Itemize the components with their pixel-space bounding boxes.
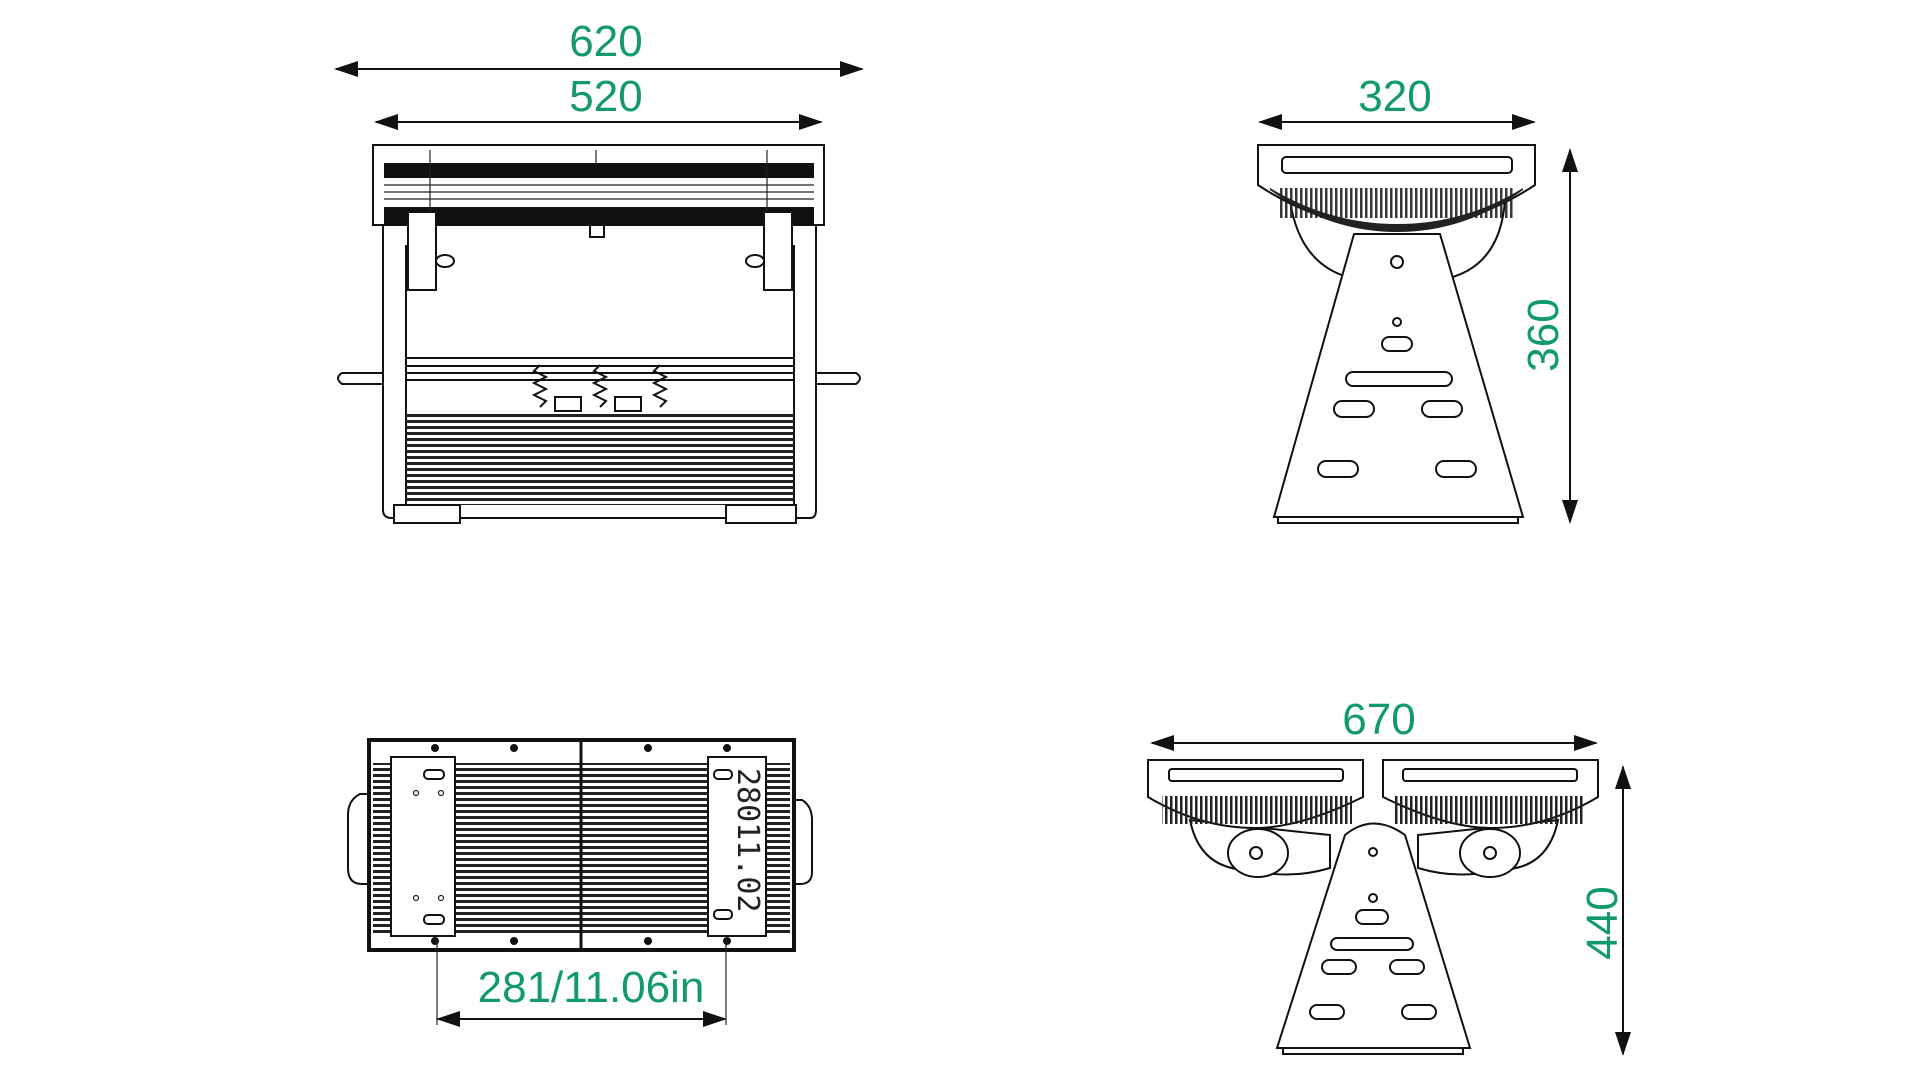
left-handle	[337, 372, 384, 385]
side-view: 320 360	[1257, 72, 1578, 524]
dimension-double-height: 440	[1578, 886, 1627, 959]
mounting-plate-left	[390, 756, 456, 937]
dimension-body-width: 520	[569, 72, 642, 121]
part-number-label: 28011.02	[730, 768, 765, 913]
dimension-side-width: 320	[1358, 72, 1431, 121]
dimension-mounting-spacing: 281/11.06in	[478, 963, 705, 1012]
dimension-overall-width: 620	[569, 17, 642, 66]
bottom-view: 28011.02 281/11.06in	[347, 738, 813, 1027]
right-handle	[794, 799, 813, 885]
left-handle	[347, 793, 369, 885]
lamp-head-right	[1382, 759, 1599, 830]
dimension-double-width: 670	[1342, 695, 1415, 744]
mounting-bracket	[1275, 822, 1472, 1049]
heat-sink-fins	[406, 412, 794, 505]
dimension-side-height: 360	[1519, 298, 1568, 371]
lamp-head-left	[1147, 759, 1364, 830]
front-view: 620 520	[334, 17, 864, 524]
right-handle	[815, 372, 861, 385]
spring-connectors	[531, 364, 669, 412]
mounting-plate-right	[707, 756, 767, 937]
double-head-side-view: 670 440	[1147, 695, 1631, 1056]
